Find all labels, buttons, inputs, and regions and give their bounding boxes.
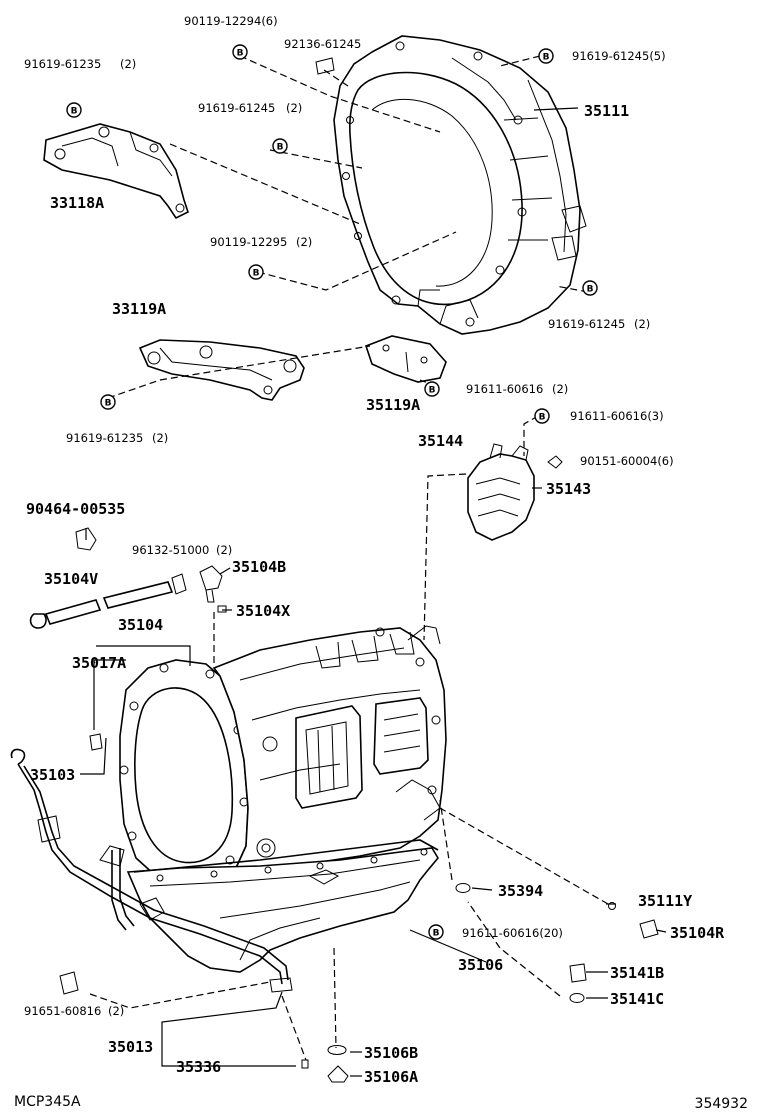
b-marker-91619-61245-right: B	[587, 285, 594, 295]
label-90464-00535: 90464-00535	[26, 500, 125, 518]
b-marker-90119-12295: B	[253, 269, 260, 279]
label-91619-61235-low-qty: (2)	[152, 431, 168, 445]
label-91619-61245-mid: 91619-61245	[198, 101, 275, 115]
b-marker-91619-61245-5: B	[543, 53, 550, 63]
label-90151-60004: 90151-60004(6)	[580, 454, 674, 468]
label-96132-51000-qty: (2)	[216, 543, 232, 557]
label-35106a: 35106A	[364, 1068, 418, 1086]
label-35017a: 35017A	[72, 654, 126, 672]
label-35104x: 35104X	[236, 602, 290, 620]
footer-right-code: 354932	[695, 1096, 748, 1112]
b-marker-91611-60616-2: B	[429, 386, 436, 396]
label-35336: 35336	[176, 1058, 221, 1076]
label-90119-12295: 90119-12295	[210, 235, 287, 249]
label-35119a: 35119A	[366, 396, 420, 414]
label-35106: 35106	[458, 956, 503, 974]
bracket-33119a-part	[138, 339, 305, 401]
label-91619-61235-top: 91619-61235	[24, 57, 101, 71]
label-35103: 35103	[30, 766, 75, 784]
breather-hose-part	[29, 527, 227, 629]
label-35104: 35104	[118, 616, 163, 634]
b-marker-91619-61235-top: B	[71, 107, 78, 117]
label-91619-61245-right: 91619-61245	[548, 317, 625, 331]
plate-35119a-part	[364, 335, 447, 383]
label-35394: 35394	[498, 882, 543, 900]
label-96132-51000: 96132-51000	[132, 543, 209, 557]
oil-pan-part	[126, 839, 439, 973]
label-91619-61245-5: 91619-61245(5)	[572, 49, 666, 63]
label-91611-60616-2-qty: (2)	[552, 382, 568, 396]
label-35104r: 35104R	[670, 924, 725, 942]
label-35013: 35013	[108, 1038, 153, 1056]
label-35111: 35111	[584, 102, 629, 120]
b-marker-91619-61235-low: B	[105, 399, 112, 409]
label-33119a: 33119A	[112, 300, 166, 318]
label-35104b: 35104B	[232, 558, 286, 576]
bracket-33118a-part	[43, 123, 189, 220]
label-91611-60616-2: 91611-60616	[466, 382, 543, 396]
label-35143: 35143	[546, 480, 591, 498]
b-marker-91611-60616-20: B	[433, 929, 440, 939]
label-91651-60816-qty: (2)	[108, 1004, 124, 1018]
label-35141c: 35141C	[610, 990, 664, 1008]
label-91619-61245-right-qty: (2)	[634, 317, 650, 331]
label-91619-61245-mid-qty: (2)	[286, 101, 302, 115]
label-91611-60616-3: 91611-60616(3)	[570, 409, 664, 423]
label-35111y: 35111Y	[638, 892, 692, 910]
b-marker-91619-61245-mid: B	[277, 143, 284, 153]
label-35144: 35144	[418, 432, 463, 450]
extension-housing-part	[467, 443, 535, 541]
label-35106b: 35106B	[364, 1044, 418, 1062]
transmission-case-part	[119, 625, 447, 885]
label-35141b: 35141B	[610, 964, 664, 982]
footer-left-code: MCP345A	[14, 1094, 81, 1110]
label-91619-61235-top-qty: (2)	[120, 57, 136, 71]
label-92136-61245: 92136-61245	[284, 37, 361, 51]
dipstick-and-filler-tube-part	[10, 748, 293, 993]
label-90119-12295-qty: (2)	[296, 235, 312, 249]
label-33118a: 33118A	[50, 194, 104, 212]
label-35104v: 35104V	[44, 570, 98, 588]
small-fasteners-part	[59, 57, 659, 1083]
label-91611-60616-20: 91611-60616(20)	[462, 926, 563, 940]
part-labels: 90119-12294(6) 92136-61245 91619-61235 (…	[24, 14, 725, 1086]
fastener-b-markers: B B B B B B B B B B	[66, 44, 598, 940]
bell-housing-part	[333, 35, 587, 335]
label-91651-60816: 91651-60816	[24, 1004, 101, 1018]
leader-lines	[80, 55, 667, 1077]
label-90119-12294: 90119-12294(6)	[184, 14, 278, 28]
b-marker-91611-60616-3: B	[539, 413, 546, 423]
label-91619-61235-low: 91619-61235	[66, 431, 143, 445]
b-marker-90119-12294: B	[237, 49, 244, 59]
footer-codes: MCP345A 354932	[14, 1094, 748, 1112]
